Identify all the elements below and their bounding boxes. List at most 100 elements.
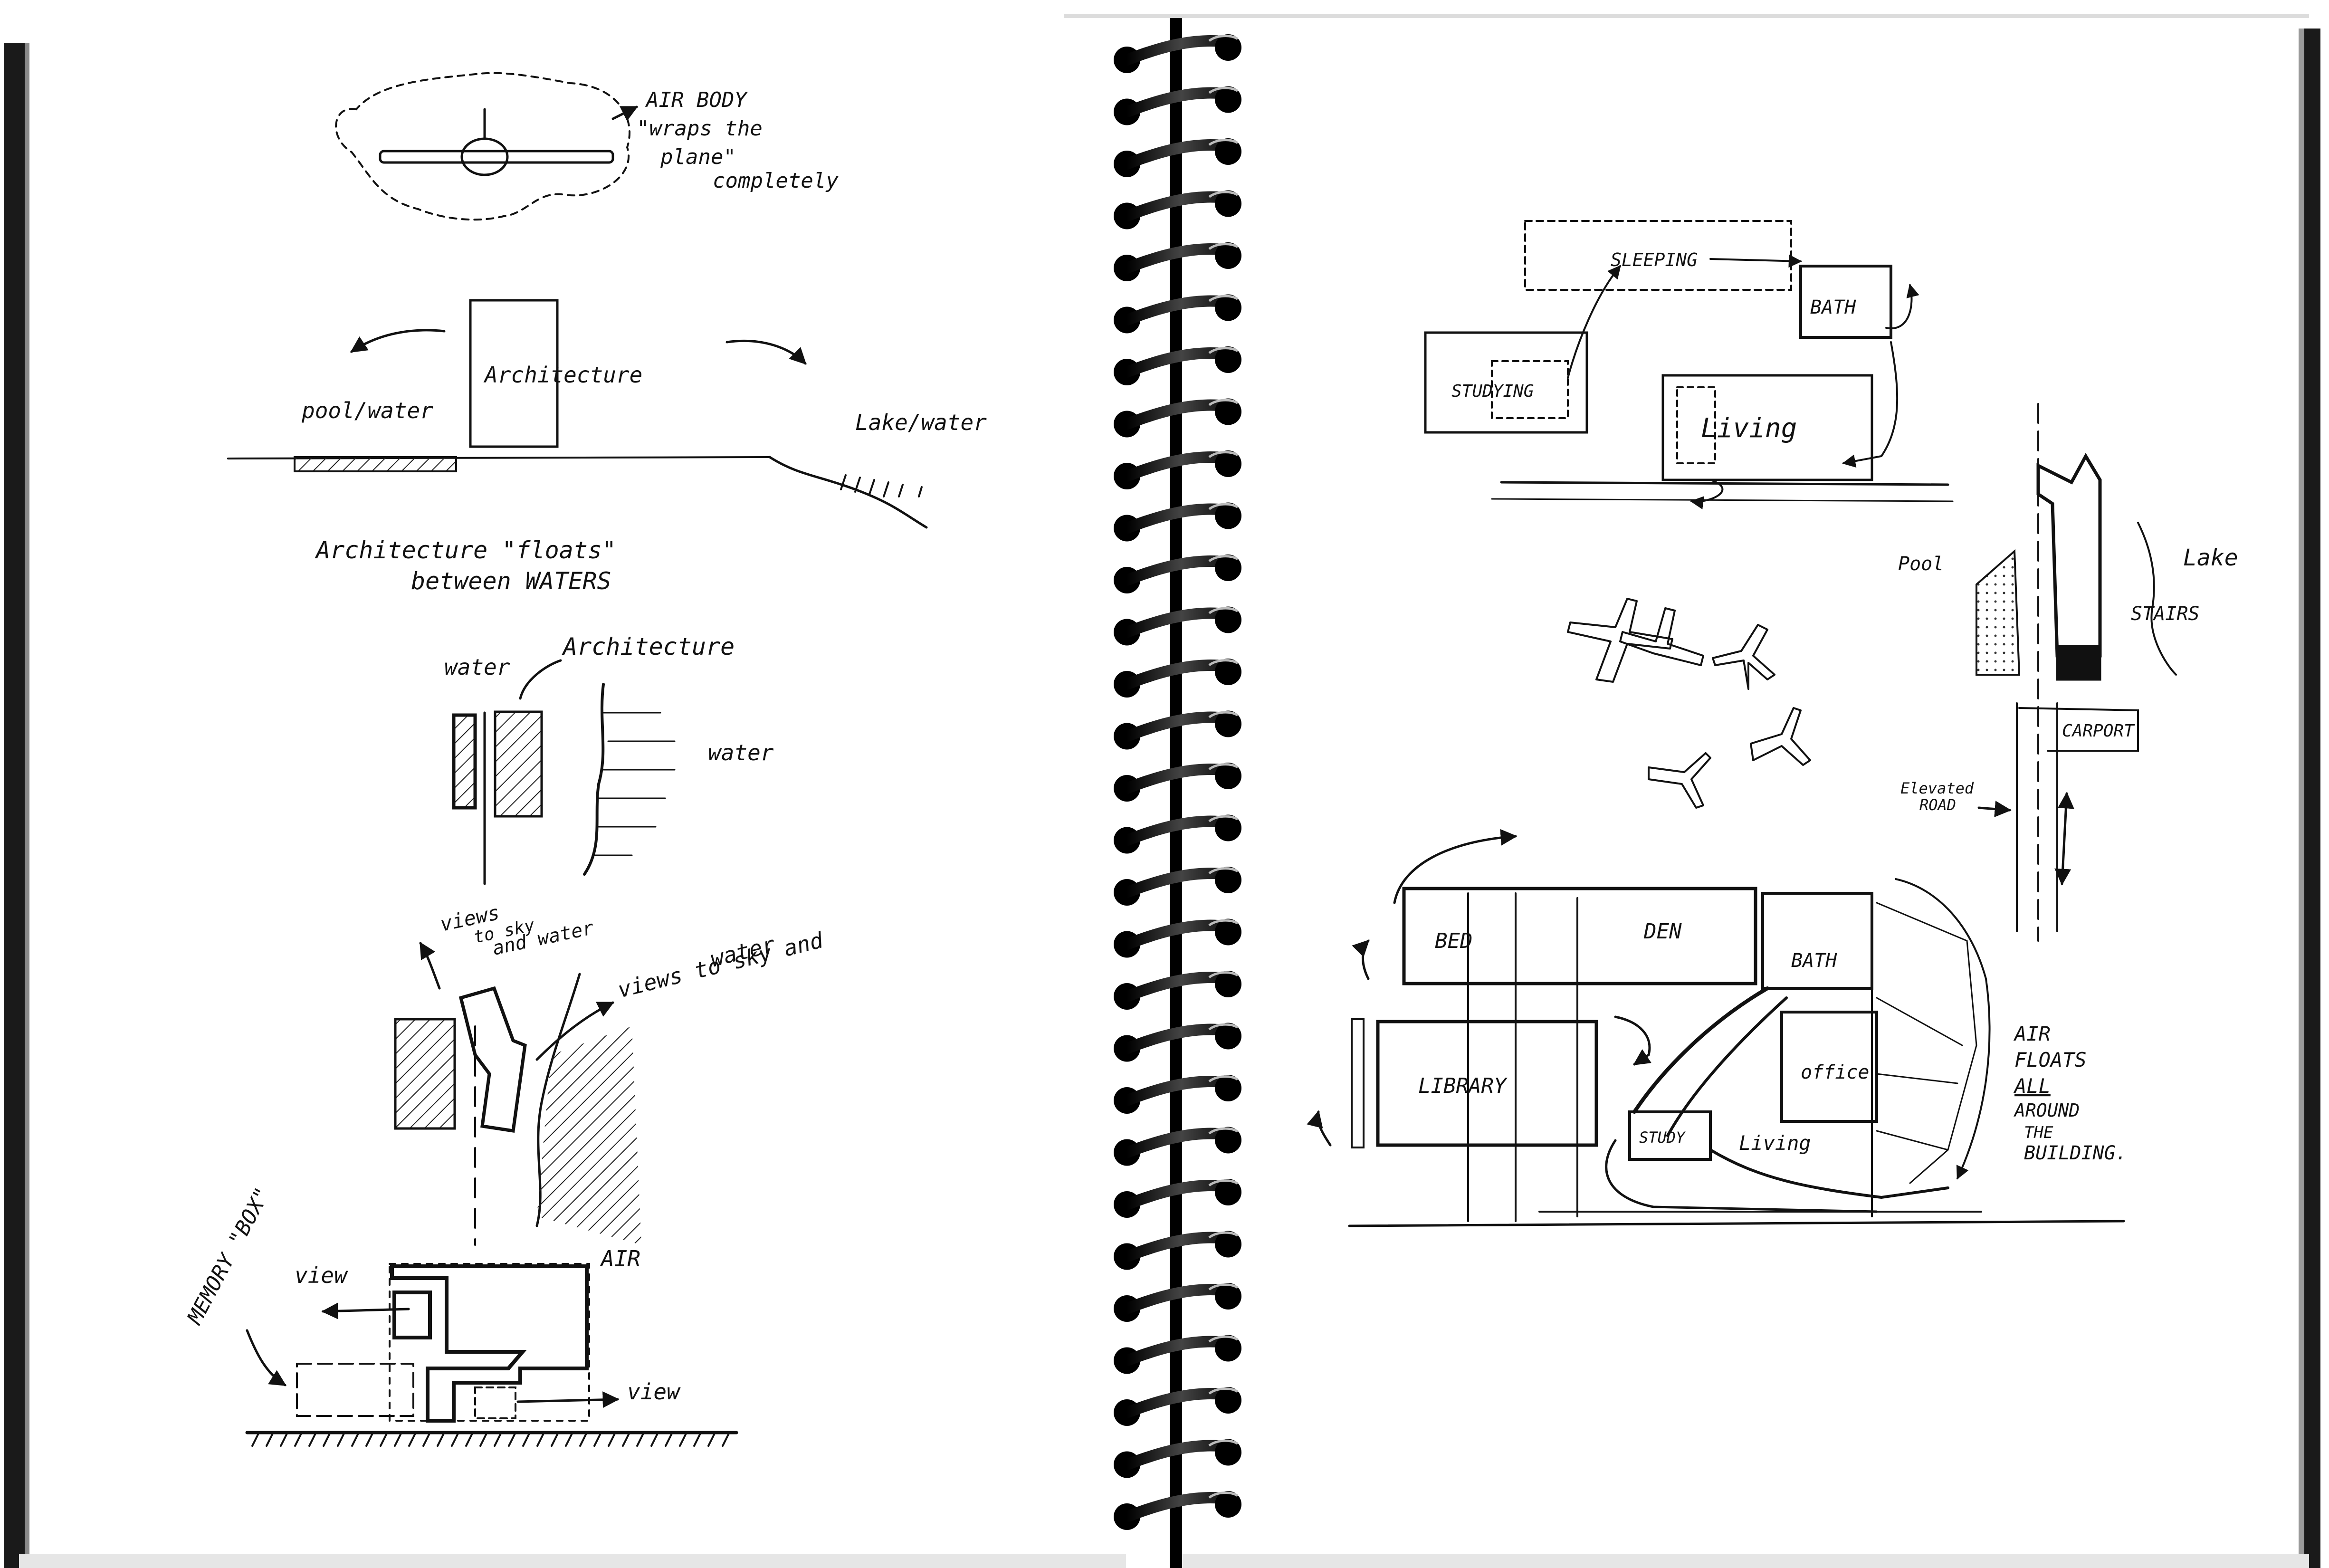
binding-coil (1114, 1491, 1241, 1530)
binding-coil (1114, 450, 1241, 489)
binding-spine (1170, 18, 1182, 1568)
air-body-outline (335, 72, 630, 221)
bath-room-label: BATH (1791, 950, 1837, 972)
right-page (1064, 0, 2329, 1568)
airplane-sketch (335, 72, 639, 221)
binding-coil (1114, 1179, 1241, 1218)
living-zone (1661, 374, 1873, 481)
plane-doodle-3 (1712, 624, 1775, 690)
airplane-doodles (1567, 598, 1811, 809)
den-label: DEN (1643, 919, 1682, 944)
plane-wings (379, 150, 614, 164)
air-floats-line-6: BUILDING. (2024, 1142, 2127, 1164)
pool-volume (1976, 549, 2021, 676)
office-room (1780, 1011, 1878, 1123)
binding-coil (1114, 294, 1241, 334)
binding-coil (1114, 138, 1241, 177)
pool-water (294, 456, 457, 472)
right-page-edge (2304, 29, 2320, 1568)
binding-coil (1114, 86, 1241, 125)
views-solid-mass (394, 1018, 456, 1130)
binding-coil (1114, 1283, 1241, 1322)
bed-den-wing (1402, 887, 1757, 985)
left-page-edge (4, 43, 25, 1568)
air-floats-line-4: AROUND (2014, 1100, 2080, 1121)
binding-coil (1114, 867, 1241, 906)
elevated-road-line-1: Elevated (1900, 779, 1974, 797)
bath-zone-label: BATH (1810, 296, 1856, 318)
air-floats-line-2: FLOATS (2014, 1048, 2087, 1071)
architecture-plan-label: Architecture (562, 633, 735, 660)
study-label: STUDY (1639, 1128, 1686, 1147)
elevated-road-line-2: ROAD (1919, 796, 1956, 814)
binding-coil (1114, 1439, 1241, 1478)
water-left-label: water (444, 654, 510, 680)
binding-coil (1114, 918, 1241, 958)
air-body-note-line-2: "wraps the (637, 116, 763, 141)
living-room-label: Living (1739, 1131, 1811, 1155)
binding-coil (1114, 1127, 1241, 1166)
air-floats-line-3: ALL (2013, 1074, 2051, 1098)
left-page (0, 0, 1140, 1568)
studying-zone (1424, 331, 1588, 434)
office-label: office (1801, 1061, 1870, 1083)
binding-coils (1114, 34, 1241, 1530)
plane-doodle-5 (1648, 752, 1711, 809)
views-sketch (394, 941, 641, 1246)
plane-doodle-2 (1619, 607, 1704, 666)
rotated-volume (458, 986, 527, 1133)
bed-label: BED (1435, 929, 1472, 953)
binding-coil (1114, 346, 1241, 385)
binding-coil (1114, 710, 1241, 750)
binding-coil (1114, 1335, 1241, 1374)
bubble-diagram (1424, 220, 1954, 509)
carport-label: CARPORT (2062, 721, 2135, 741)
binding-coil (1114, 190, 1241, 229)
air-body-note-line-4: completely (713, 169, 839, 193)
carport-box (2018, 707, 2139, 752)
binding-coil (1114, 971, 1241, 1010)
binding-coil (1114, 502, 1241, 542)
architecture-block (469, 299, 559, 448)
binding-coil (1114, 1387, 1241, 1426)
water-right-label: water (708, 740, 774, 765)
air-floats-note: AIR FLOATS ALL AROUND THE BUILDING. (2013, 1022, 2127, 1164)
binding-coil (1114, 659, 1241, 698)
bath-zone (1799, 265, 1892, 339)
study-room (1628, 1110, 1712, 1161)
lake-site-label: Lake (2183, 545, 2238, 571)
studying-label: STUDYING (1451, 382, 1534, 401)
air-body-note-line-1: AIR BODY (645, 88, 748, 112)
air-floats-line-5: THE (2024, 1123, 2053, 1142)
floats-caption-line-1: Architecture "floats" (315, 536, 616, 564)
binding-coil (1114, 606, 1241, 646)
living-zone-label: Living (1701, 413, 1797, 444)
spiral-binding (1114, 18, 1241, 1568)
architecture-label: Architecture (483, 362, 642, 388)
binding-coil (1114, 814, 1241, 854)
water-strip (452, 713, 477, 810)
air-floats-line-1: AIR (2013, 1022, 2051, 1045)
architecture-mass (494, 710, 543, 818)
memory-box-sketch (245, 1263, 738, 1447)
binding-coil (1114, 1075, 1241, 1114)
binding-coil (1114, 555, 1241, 593)
plan-ground-line (1348, 1220, 2125, 1227)
memory-air-label: AIR (600, 1246, 640, 1272)
shore-line (583, 683, 605, 876)
binding-coil (1114, 34, 1241, 73)
memory-view-left-label: view (295, 1262, 348, 1288)
memory-view-right-label: view (627, 1379, 681, 1405)
sleeping-label: SLEEPING (1611, 249, 1698, 270)
binding-coil (1114, 398, 1241, 438)
plan-sketch (452, 659, 676, 885)
library-label: LIBRARY (1418, 1074, 1508, 1098)
pool-water-label: pool/water (301, 398, 433, 423)
plane-doodle-4 (1750, 707, 1811, 766)
binding-coil (1114, 242, 1241, 281)
stairs-label: STAIRS (2131, 603, 2200, 625)
stairs-core (2056, 645, 2101, 681)
floor-plan (1307, 829, 2125, 1227)
lake-water-label: Lake/water (855, 410, 987, 435)
